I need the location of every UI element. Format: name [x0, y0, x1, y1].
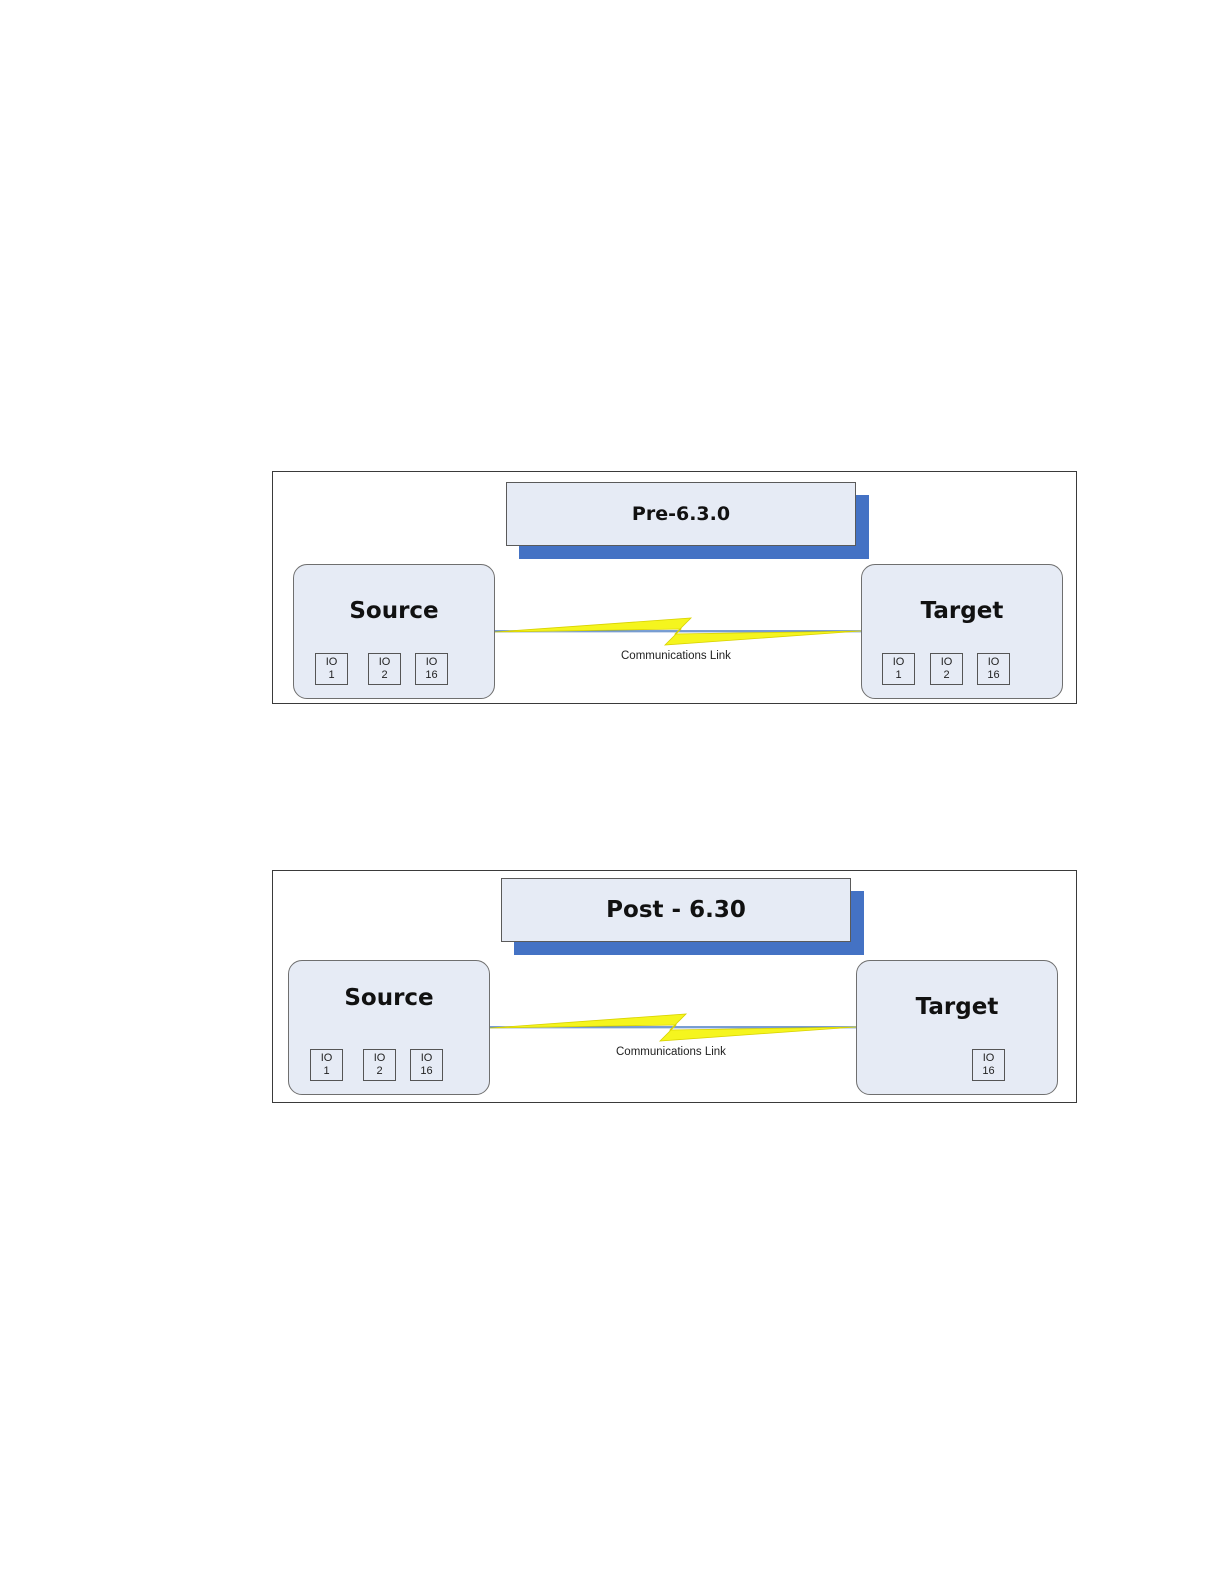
lightning-bolt-icon	[495, 618, 861, 645]
link-label: Communications Link	[621, 650, 731, 662]
lightning-bolt-icon	[490, 1014, 856, 1041]
link-label: Communications Link	[616, 1046, 726, 1058]
source-label: Source	[289, 985, 489, 1011]
diagram-post-630: Post - 6.30 Communications Link Source I…	[272, 870, 1077, 1103]
target-label: Target	[862, 598, 1062, 624]
source-label: Source	[294, 598, 494, 624]
target-label: Target	[857, 994, 1057, 1020]
